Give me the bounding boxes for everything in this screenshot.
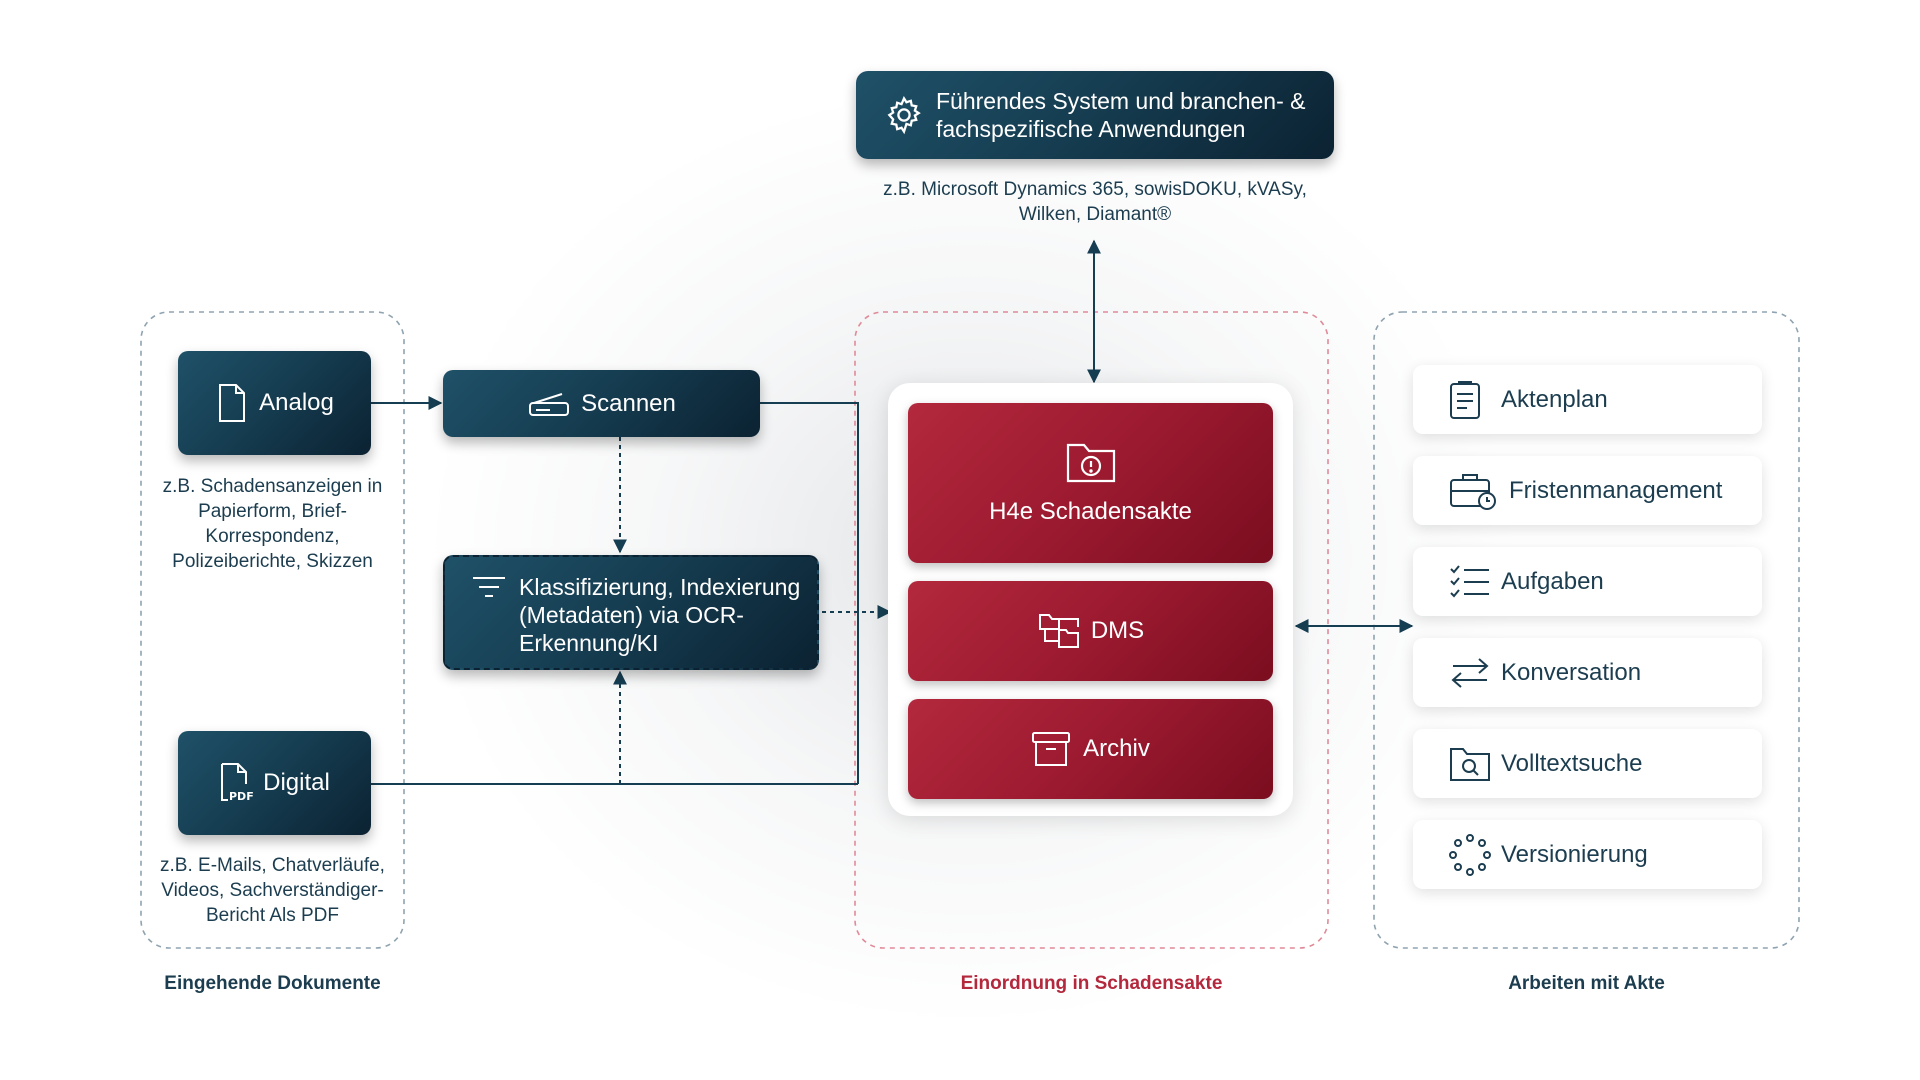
- briefcase-clock-icon: [1449, 469, 1501, 513]
- lane-work-border: [1373, 311, 1800, 949]
- folder-tree-icon: [1037, 612, 1081, 650]
- feature-versionierung: Versionierung: [1413, 820, 1762, 889]
- lane-work-title: Arbeiten mit Akte: [1508, 973, 1665, 994]
- feature-fristenmanagement: Fristenmanagement: [1413, 456, 1762, 525]
- feature-aktenplan: Aktenplan: [1413, 365, 1762, 434]
- classify-label: Klassifizierung, Indexierung (Metadaten)…: [519, 574, 801, 656]
- feature-label: Fristenmanagement: [1509, 476, 1723, 504]
- feature-volltextsuche: Volltextsuche: [1413, 729, 1762, 798]
- document-icon: [215, 383, 249, 423]
- digital-caption: z.B. E-Mails, Chatverläufe, Videos, Sach…: [160, 855, 385, 926]
- lane-incoming-border: [140, 311, 405, 949]
- classify-box: Klassifizierung, Indexierung (Metadaten)…: [443, 555, 819, 670]
- scan-label: Scannen: [581, 389, 676, 417]
- schadensakte-label: H4e Schadensakte: [989, 498, 1192, 525]
- dms-label: DMS: [1090, 617, 1145, 644]
- digital-label: Digital: [263, 769, 330, 796]
- dms-box: DMS: [908, 581, 1273, 681]
- archiv-label: Archiv: [1083, 735, 1150, 762]
- line-scan-to-trunk: [759, 402, 859, 784]
- archiv-box: Archiv: [908, 699, 1273, 799]
- file-list-icon: [1449, 378, 1493, 422]
- feature-label: Volltextsuche: [1501, 749, 1643, 777]
- folder-search-icon: [1449, 742, 1493, 786]
- top-system-title: Führendes System und branchen- & fachspe…: [936, 88, 1306, 142]
- top-system-box: Führendes System und branchen- & fachspe…: [856, 71, 1334, 159]
- gear-icon: [882, 93, 926, 137]
- digital-box: PDF Digital: [178, 731, 371, 835]
- pdf-icon: PDF: [219, 763, 253, 803]
- lane-center-title: Einordnung in Schadensakte: [960, 973, 1223, 994]
- loading-dots-icon: [1449, 833, 1493, 877]
- lane-incoming-title: Eingehende Dokumente: [164, 973, 381, 994]
- checklist-icon: [1449, 560, 1493, 604]
- filter-icon: [471, 573, 507, 603]
- feature-label: Versionierung: [1501, 840, 1648, 868]
- schadensakte-box: H4e Schadensakte: [908, 403, 1273, 563]
- analog-label: Analog: [259, 389, 334, 416]
- feature-label: Aufgaben: [1501, 567, 1604, 595]
- top-system-caption: z.B. Microsoft Dynamics 365, sowisDOKU, …: [883, 179, 1307, 225]
- feature-label: Aktenplan: [1501, 385, 1608, 413]
- feature-konversation: Konversation: [1413, 638, 1762, 707]
- scanner-icon: [527, 384, 571, 424]
- svg-text:PDF: PDF: [229, 790, 253, 803]
- analog-caption: z.B. Schadensanzeigen in Papierform, Bri…: [162, 476, 383, 572]
- folder-alert-icon: [1065, 440, 1117, 484]
- feature-aufgaben: Aufgaben: [1413, 547, 1762, 616]
- archive-box-icon: [1031, 730, 1071, 768]
- feature-label: Konversation: [1501, 658, 1642, 686]
- swap-arrows-icon: [1449, 651, 1493, 695]
- scan-box: Scannen: [443, 370, 760, 437]
- analog-box: Analog: [178, 351, 371, 455]
